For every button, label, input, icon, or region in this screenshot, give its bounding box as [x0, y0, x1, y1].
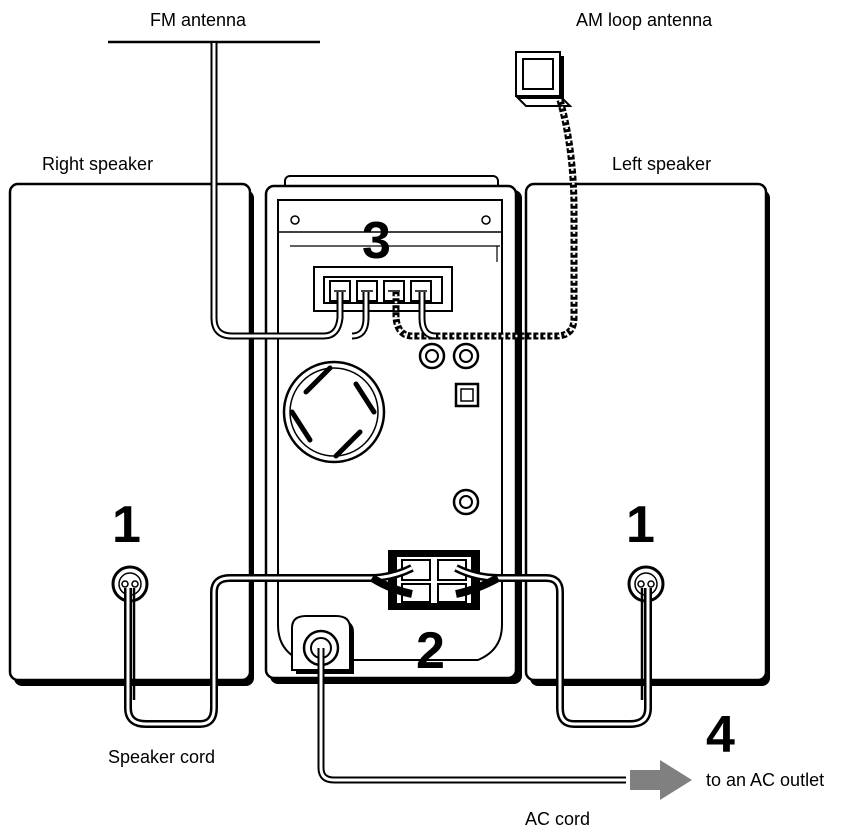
- optical-jack-icon: [454, 382, 480, 408]
- cooling-fan-icon: [282, 360, 386, 464]
- antenna-terminal-block: [313, 266, 453, 312]
- am-loop-antenna-label: AM loop antenna: [576, 10, 713, 30]
- fm-antenna-wire: [108, 40, 370, 340]
- step-number-4: 4: [706, 706, 735, 764]
- right-speaker-cord: [124, 564, 414, 728]
- am-loop-antenna-icon: [515, 51, 573, 107]
- right-speaker-terminal-icon: [111, 565, 149, 603]
- speaker-terminal-block: [388, 550, 480, 610]
- ac-cord: [317, 648, 626, 784]
- single-jack-icon: [452, 488, 480, 516]
- step-number-2: 2: [416, 622, 445, 680]
- left-speaker-cord: [454, 564, 652, 728]
- rca-jack-right-icon: [452, 342, 480, 370]
- ac-outlet-label: to an AC outlet: [706, 770, 824, 790]
- step-number-1-left: 1: [626, 496, 655, 554]
- ac-outlet-arrow-icon: [630, 760, 692, 800]
- step-number-3: 3: [362, 212, 391, 270]
- rca-jack-left-icon: [418, 342, 446, 370]
- left-speaker-label: Left speaker: [612, 154, 711, 174]
- screw-left-icon: [290, 215, 300, 225]
- ac-cord-label: AC cord: [525, 809, 590, 829]
- main-unit: [264, 175, 522, 684]
- left-speaker: [524, 182, 770, 686]
- speaker-cord-label: Speaker cord: [108, 747, 215, 767]
- step-number-1-right: 1: [112, 496, 141, 554]
- am-antenna-wire: [392, 99, 578, 340]
- fm-antenna-label: FM antenna: [150, 10, 247, 30]
- right-speaker-label: Right speaker: [42, 154, 153, 174]
- right-speaker: [8, 182, 254, 686]
- screw-right-icon: [481, 215, 491, 225]
